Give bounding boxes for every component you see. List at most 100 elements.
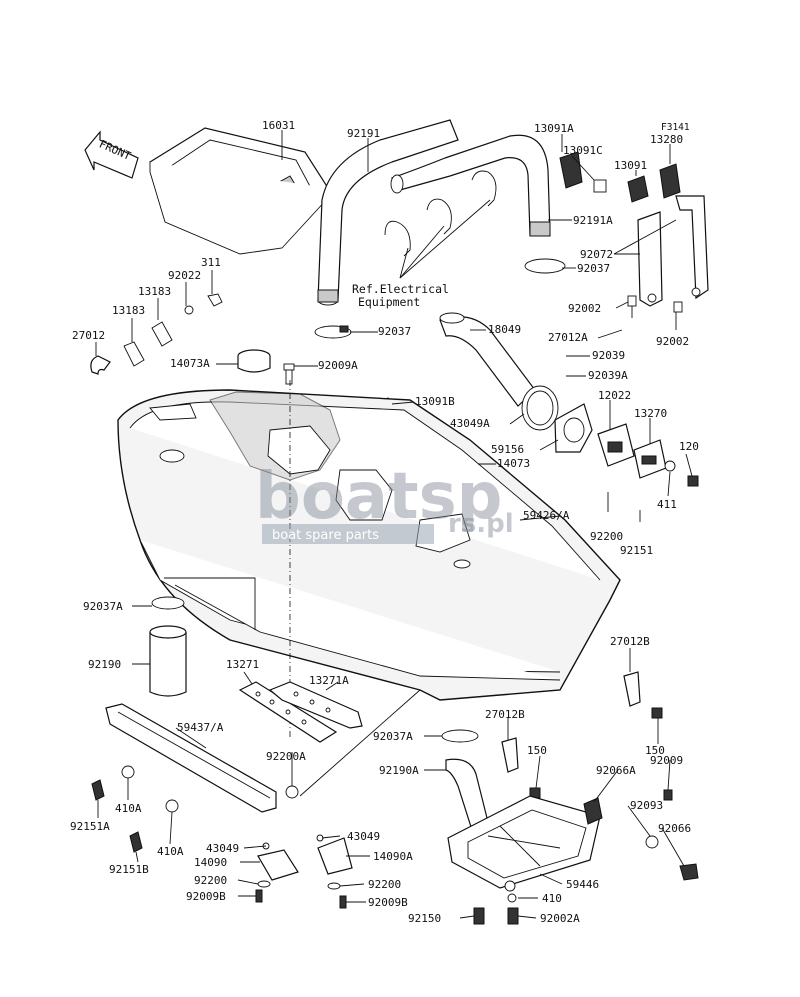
callout: 13271 [226, 658, 259, 671]
callout: 92191A [573, 214, 613, 227]
duct-pipe-part [317, 119, 459, 306]
figure-code: F3141 [661, 122, 690, 133]
duct-pipe-a-part [390, 134, 551, 237]
callout: 13091 [614, 159, 647, 172]
callout: 18049 [488, 323, 521, 336]
callout: 92191 [347, 127, 380, 140]
callout: 43049A [450, 417, 490, 430]
callout: 59437/A [177, 721, 224, 734]
watermark-sub: boat spare parts [272, 528, 379, 543]
callout: 92037A [373, 730, 413, 743]
cover-plate-part [597, 423, 635, 467]
callout: 13271A [309, 674, 349, 687]
callout: 14090 [194, 856, 227, 869]
callout: 92002 [568, 302, 601, 315]
callout: 410 [542, 892, 562, 905]
hose-92190a-part [441, 729, 489, 831]
watermark-suffix: rs.pl [448, 509, 514, 539]
elbow-hose-part [439, 312, 536, 407]
callout: 13280 [650, 133, 683, 146]
storage-tray-part [149, 127, 329, 255]
callout: 411 [657, 498, 677, 511]
callout: 92039A [588, 369, 628, 382]
callout: 92009B [186, 890, 226, 903]
hose-clamp-part [314, 258, 566, 339]
callout: 311 [201, 256, 221, 269]
callout: 410A [157, 845, 184, 858]
drain-plug-parts [583, 789, 699, 881]
gasket-ring-part [521, 385, 559, 431]
callout: 13091C [563, 144, 603, 157]
callout: 13091B [415, 395, 455, 408]
clip-parts [559, 151, 681, 203]
callout: 92200A [266, 750, 306, 763]
callout: 27012B [610, 635, 650, 648]
intake-grate-part [447, 795, 601, 892]
callout: 92072 [580, 248, 613, 261]
callout: 92151 [620, 544, 653, 557]
callout: 92190A [379, 764, 419, 777]
callout: 92200 [194, 874, 227, 887]
callout: 12022 [598, 389, 631, 402]
callout: 92150 [408, 912, 441, 925]
callout: 92190 [88, 658, 121, 671]
reference-note-line-1: Ref.Electrical [352, 282, 449, 296]
callout: 27012A [548, 331, 588, 344]
callout: 92037A [83, 600, 123, 613]
callout: 410A [115, 802, 142, 815]
callout: 43049 [206, 842, 239, 855]
callout: 13183 [138, 285, 171, 298]
watermark-main: boatsp [255, 460, 502, 534]
drain-fitting-parts [255, 834, 353, 909]
callout: 150 [645, 744, 665, 757]
callout: 92037 [378, 325, 411, 338]
callout: 92093 [630, 799, 663, 812]
strap-parts [637, 195, 709, 307]
callout: 92009A [318, 359, 358, 372]
callout: 92009 [650, 754, 683, 767]
rail-hardware-parts [91, 765, 299, 853]
callout: 43049 [347, 830, 380, 843]
callout: 92022 [168, 269, 201, 282]
callout: 92009B [368, 896, 408, 909]
callout: 27012B [485, 708, 525, 721]
pipe-92190-part [149, 596, 187, 697]
callout: 14073A [170, 357, 210, 370]
side-rail-part [105, 703, 277, 813]
bolt-a-part [283, 363, 295, 385]
callout: 13270 [634, 407, 667, 420]
callout: 13091A [534, 122, 574, 135]
callout: 92002 [656, 335, 689, 348]
bracket-part [633, 439, 667, 479]
callout: 92200 [590, 530, 623, 543]
callout: 92151A [70, 820, 110, 833]
callout: 14073 [497, 457, 530, 470]
reference-note-line-2: Equipment [358, 295, 420, 309]
callout: 92066 [658, 822, 691, 835]
small-hardware-parts [90, 293, 223, 375]
bolt-parts [627, 295, 683, 318]
front-arrow-icon: FRONT [84, 130, 139, 179]
flange-part [554, 403, 593, 453]
callout: 120 [679, 440, 699, 453]
callout: 27012 [72, 329, 105, 342]
callout: 92039 [592, 349, 625, 362]
callout: 92002A [540, 912, 580, 925]
watermark-logo: boatsp rs.pl boat spare parts [255, 460, 514, 544]
callout: 59426/A [523, 509, 570, 522]
callout: 59446 [566, 878, 599, 891]
callout: 92151B [109, 863, 149, 876]
callout: 13183 [112, 304, 145, 317]
grate-hardware-parts [473, 893, 519, 925]
callout: 14090A [373, 850, 413, 863]
callout: 92066A [596, 764, 636, 777]
bolt-washer-parts [664, 460, 699, 487]
callout: 92037 [577, 262, 610, 275]
part-labels: F3141 Ref.Electrical Equipment 16031 921… [70, 119, 699, 925]
callout: 92200 [368, 878, 401, 891]
callout: 150 [527, 744, 547, 757]
watermark-bar [262, 524, 434, 544]
callout: 59156 [491, 443, 524, 456]
hull-part [117, 380, 621, 740]
